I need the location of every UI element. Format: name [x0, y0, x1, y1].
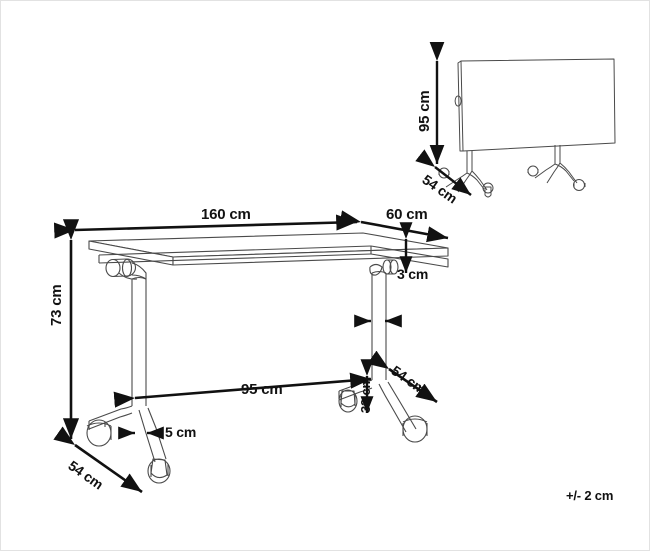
dim-base-depth-left-line	[53, 426, 143, 494]
dim-label-thickness: 3 cm	[397, 266, 429, 282]
dim-legspan-line	[113, 372, 372, 408]
inset-folded-table	[438, 58, 616, 198]
dim-base-depth-right-line	[367, 350, 438, 404]
dim-label-legspan: 95 cm	[241, 381, 283, 398]
main-table-drawing	[86, 232, 449, 484]
tolerance-note: +/- 2 cm	[566, 488, 614, 503]
dim-label-height: 73 cm	[48, 284, 65, 326]
dim-label-width: 160 cm	[201, 206, 251, 223]
dim-label-legwidth: 5 cm	[165, 424, 197, 440]
dim-label-base-height: 32 cm	[358, 377, 373, 413]
dim-label-folded-height: 95 cm	[416, 90, 433, 132]
dim-label-depth: 60 cm	[386, 206, 428, 223]
dim-width-line	[53, 214, 358, 239]
dim-folded-depth-line	[415, 149, 472, 196]
